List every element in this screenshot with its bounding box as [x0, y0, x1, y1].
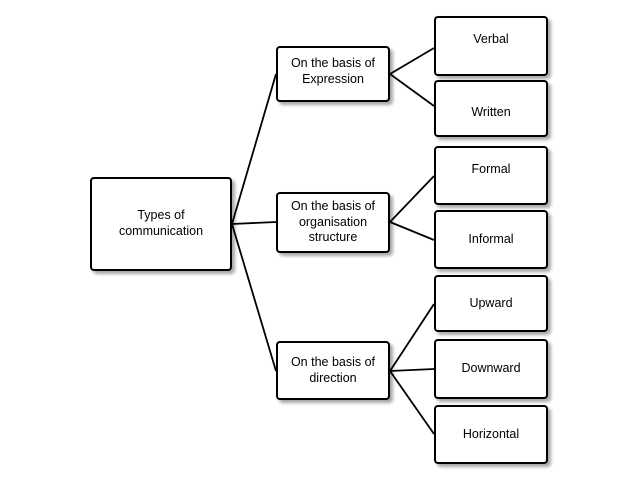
leaf-node-formal: Formal	[434, 146, 548, 205]
branch-node-label: On the basis of direction	[290, 354, 376, 385]
leaf-node-downward: Downward	[434, 339, 548, 399]
root-node-label: Types of communication	[118, 208, 204, 238]
leaf-node-verbal: Verbal	[434, 16, 548, 76]
branch-node-label: On the basis of Expression	[290, 56, 376, 86]
leaf-node-informal: Informal	[434, 210, 548, 269]
leaf-node-written: Written	[434, 80, 548, 137]
branch-node-expression: On the basis of Expression	[276, 46, 390, 102]
connector-organisation-formal	[389, 175, 435, 223]
connector-expression-verbal	[389, 47, 435, 75]
connector-organisation-informal	[389, 221, 435, 241]
connector-direction-horizontal	[389, 370, 435, 435]
connector-root-direction	[231, 223, 277, 372]
connector-expression-written	[389, 73, 435, 107]
connector-direction-downward	[389, 368, 435, 372]
leaf-node-label: Downward	[461, 361, 521, 376]
leaf-node-horizontal: Horizontal	[434, 405, 548, 464]
branch-node-organisation-structure: On the basis of organisation structure	[276, 192, 390, 253]
connector-direction-upward	[389, 303, 435, 372]
root-node: Types of communication	[90, 177, 232, 271]
leaf-node-label: Written	[471, 105, 511, 120]
branch-node-direction: On the basis of direction	[276, 341, 390, 400]
leaf-node-label: Formal	[471, 162, 511, 176]
leaf-node-label: Horizontal	[462, 426, 520, 441]
connector-root-organisation	[231, 221, 277, 225]
leaf-node-label: Verbal	[473, 32, 509, 46]
leaf-node-label: Informal	[468, 231, 514, 246]
branch-node-label: On the basis of organisation structure	[290, 199, 376, 245]
connector-root-expression	[231, 73, 277, 225]
leaf-node-label: Upward	[469, 295, 513, 310]
leaf-node-upward: Upward	[434, 275, 548, 332]
